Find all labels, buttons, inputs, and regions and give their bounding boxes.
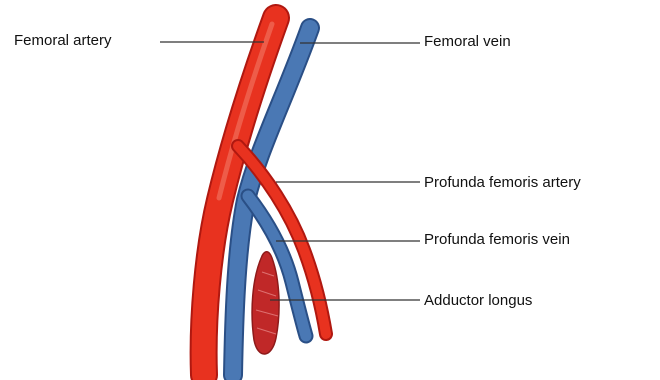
femoral-vein-label: Femoral vein: [424, 33, 511, 51]
femoral-artery-label: Femoral artery: [14, 32, 112, 50]
profunda-femoris-vein-label: Profunda femoris vein: [424, 231, 570, 249]
adductor-longus-label: Adductor longus: [424, 292, 532, 310]
profunda-femoris-artery-label: Profunda femoris artery: [424, 174, 581, 192]
adductor-longus-muscle: [252, 252, 279, 354]
